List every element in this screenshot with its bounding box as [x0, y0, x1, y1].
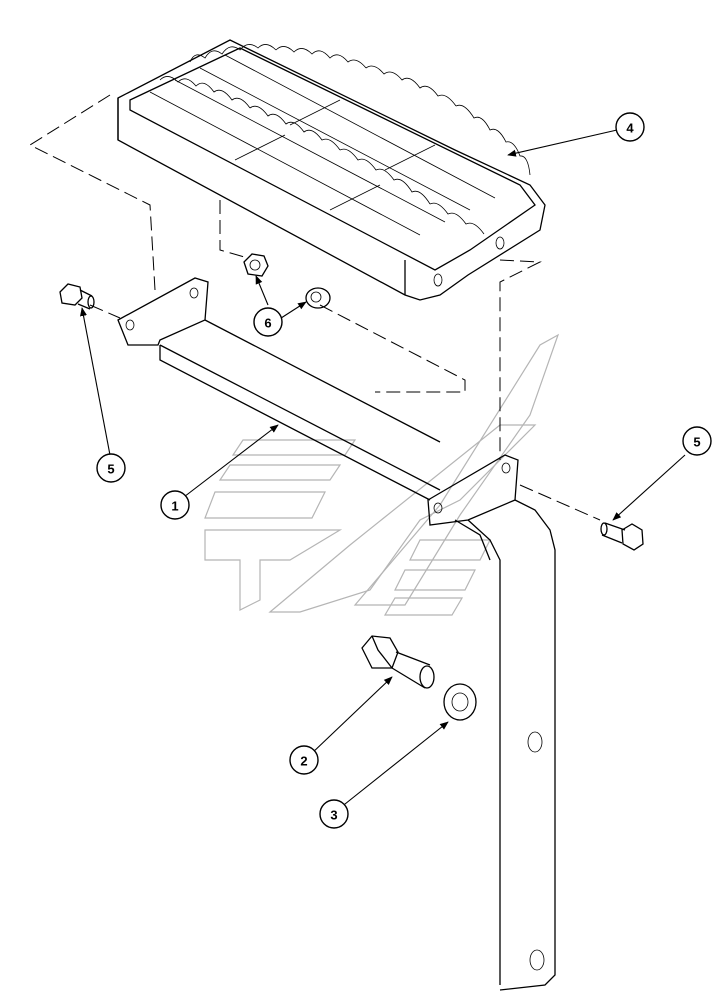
- svg-text:4: 4: [626, 121, 634, 136]
- svg-text:3: 3: [330, 808, 337, 823]
- svg-text:5: 5: [693, 435, 700, 450]
- callout-2: 2: [289, 745, 319, 775]
- callout-3: 3: [319, 799, 349, 829]
- assembly-dashed-lines: [28, 94, 601, 521]
- mounting-bracket: [117, 277, 556, 991]
- callout-4: 4: [615, 112, 645, 142]
- washer-large: [443, 683, 477, 721]
- svg-text:5: 5: [107, 462, 114, 477]
- svg-text:1: 1: [171, 499, 178, 514]
- callout-1: 1: [160, 490, 190, 520]
- callout-6: 6: [253, 307, 283, 337]
- bolt-small-right: [600, 522, 644, 551]
- nut-lower: [305, 287, 331, 309]
- svg-text:6: 6: [264, 316, 271, 331]
- bolt-large: [361, 635, 435, 689]
- callout-5-right: 5: [682, 426, 712, 456]
- step-tread: [117, 39, 546, 301]
- bolt-small-left: [59, 283, 95, 310]
- callout-5-left: 5: [96, 453, 126, 483]
- leader-lines: [80, 129, 686, 809]
- nut-upper: [243, 253, 269, 277]
- svg-text:2: 2: [300, 754, 307, 769]
- watermark-logo: [204, 333, 560, 616]
